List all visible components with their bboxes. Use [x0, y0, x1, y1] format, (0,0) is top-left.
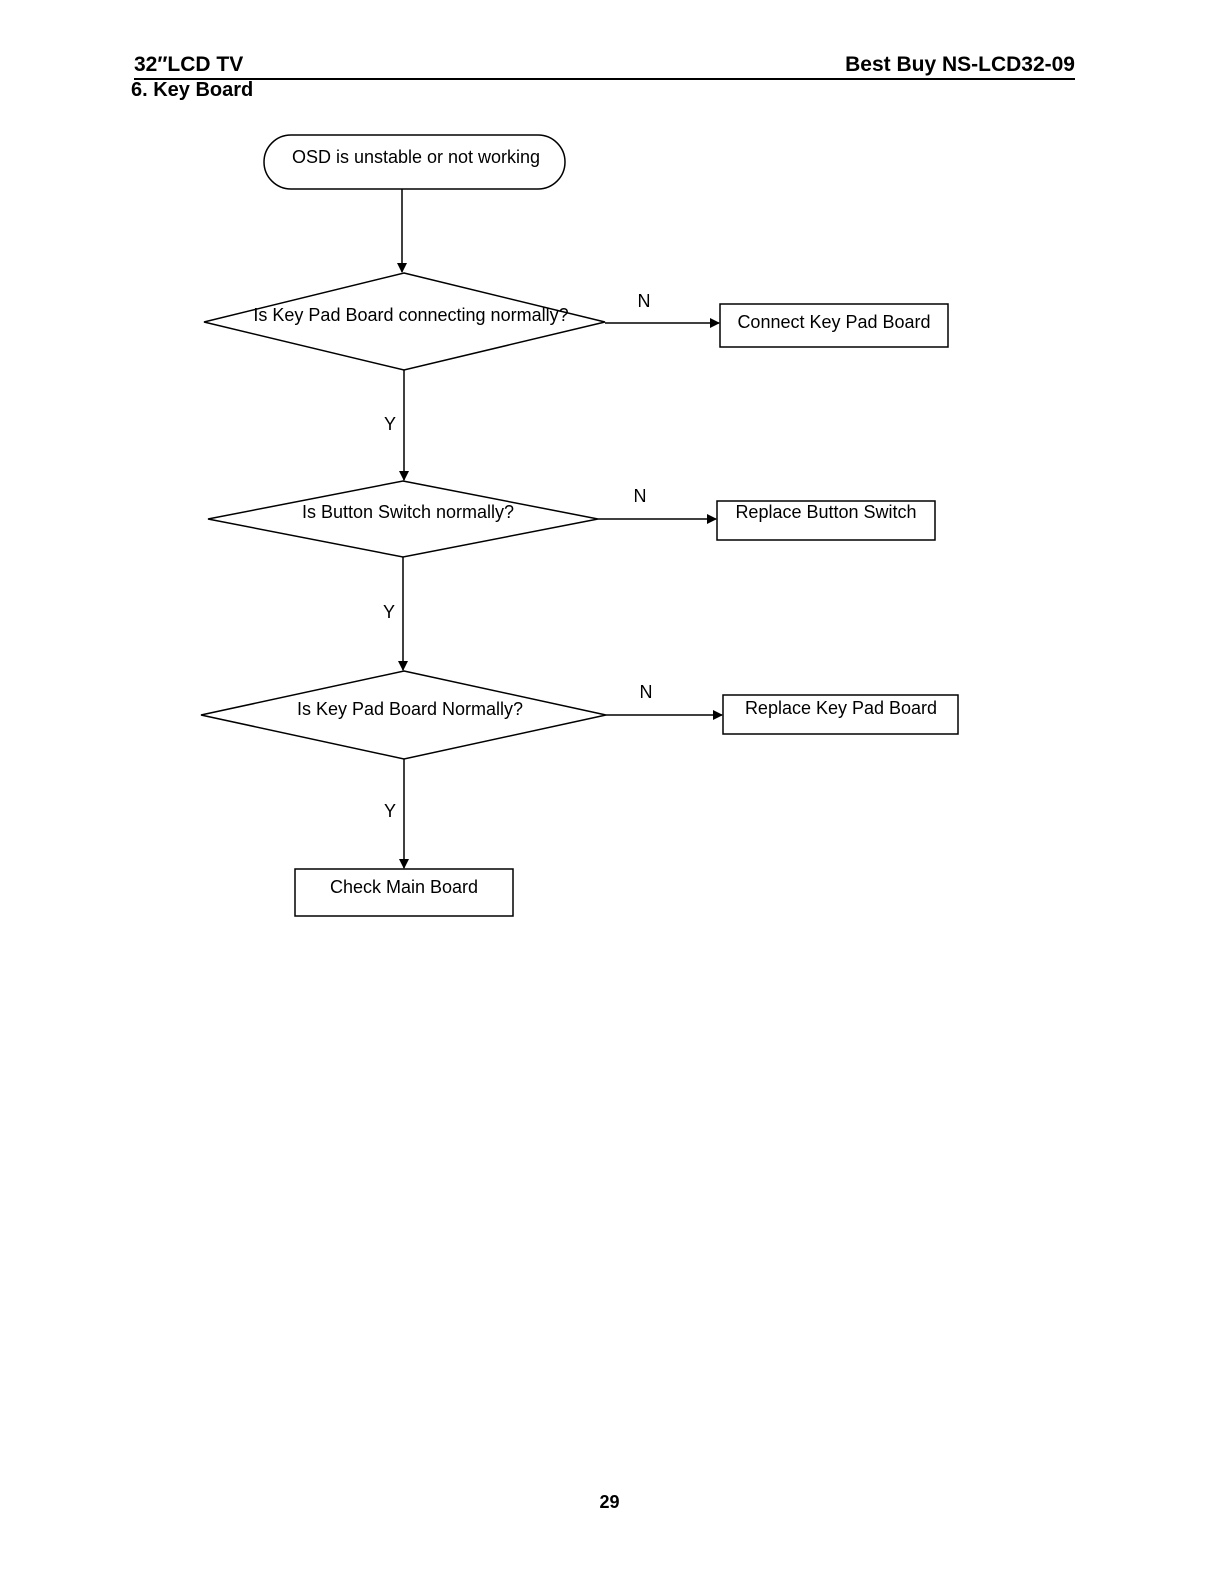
decision-3-label: Is Key Pad Board Normally? [297, 699, 523, 719]
decision-2-no-label: N [634, 486, 647, 506]
action-2-label: Replace Button Switch [735, 502, 916, 522]
decision-1-no-label: N [638, 291, 651, 311]
decision-1-label: Is Key Pad Board connecting normally? [253, 305, 568, 325]
decision-3-no-label: N [640, 682, 653, 702]
page-number: 29 [0, 1492, 1219, 1513]
start-terminator-label: OSD is unstable or not working [292, 147, 540, 167]
end-box-label: Check Main Board [330, 877, 478, 897]
decision-2-yes-label: Y [383, 602, 395, 622]
decision-2-label: Is Button Switch normally? [302, 502, 514, 522]
decision-3-yes-label: Y [384, 801, 396, 821]
decision-1-yes-label: Y [384, 414, 396, 434]
action-3-label: Replace Key Pad Board [745, 698, 937, 718]
action-1-label: Connect Key Pad Board [737, 312, 930, 332]
